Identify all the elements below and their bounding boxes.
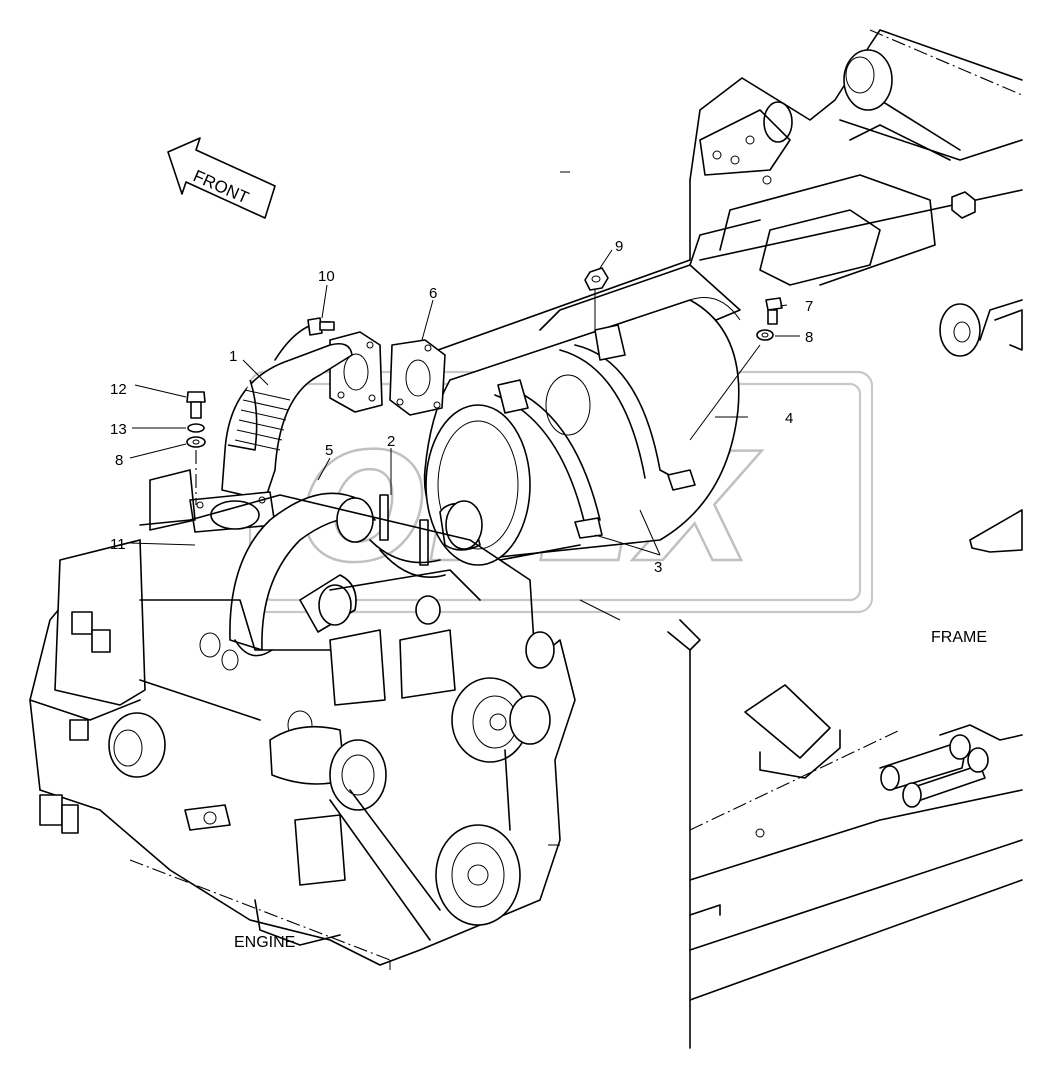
studs (369, 494, 446, 579)
callout-13: 13 (110, 421, 127, 438)
muffler (423, 297, 741, 566)
frame-label: FRAME (931, 629, 987, 646)
callout-1: 1 (229, 348, 237, 365)
callout-4: 4 (785, 410, 793, 427)
frame: FRAME (409, 29, 1023, 1049)
callouts: 1 2 3 4 5 6 7 8 8 9 10 11 12 13 (110, 238, 813, 576)
callout-9: 9 (615, 238, 623, 255)
hardware (186, 267, 783, 505)
bent-pipe (229, 492, 376, 657)
callout-11: 11 (110, 536, 126, 553)
callout-12: 12 (110, 381, 127, 398)
callout-8-left: 8 (115, 452, 123, 469)
callout-2: 2 (387, 433, 395, 450)
leader-lines (129, 249, 800, 621)
callout-10: 10 (318, 268, 335, 285)
callout-6: 6 (429, 285, 437, 302)
engine: ENGINE (29, 469, 576, 970)
front-arrow: FRONT (167, 137, 276, 219)
mounting-plates (329, 331, 446, 416)
callout-5: 5 (325, 442, 333, 459)
callout-8-right: 8 (805, 329, 813, 346)
callout-3: 3 (654, 559, 662, 576)
callout-7: 7 (805, 298, 813, 315)
engine-label: ENGINE (234, 934, 295, 951)
